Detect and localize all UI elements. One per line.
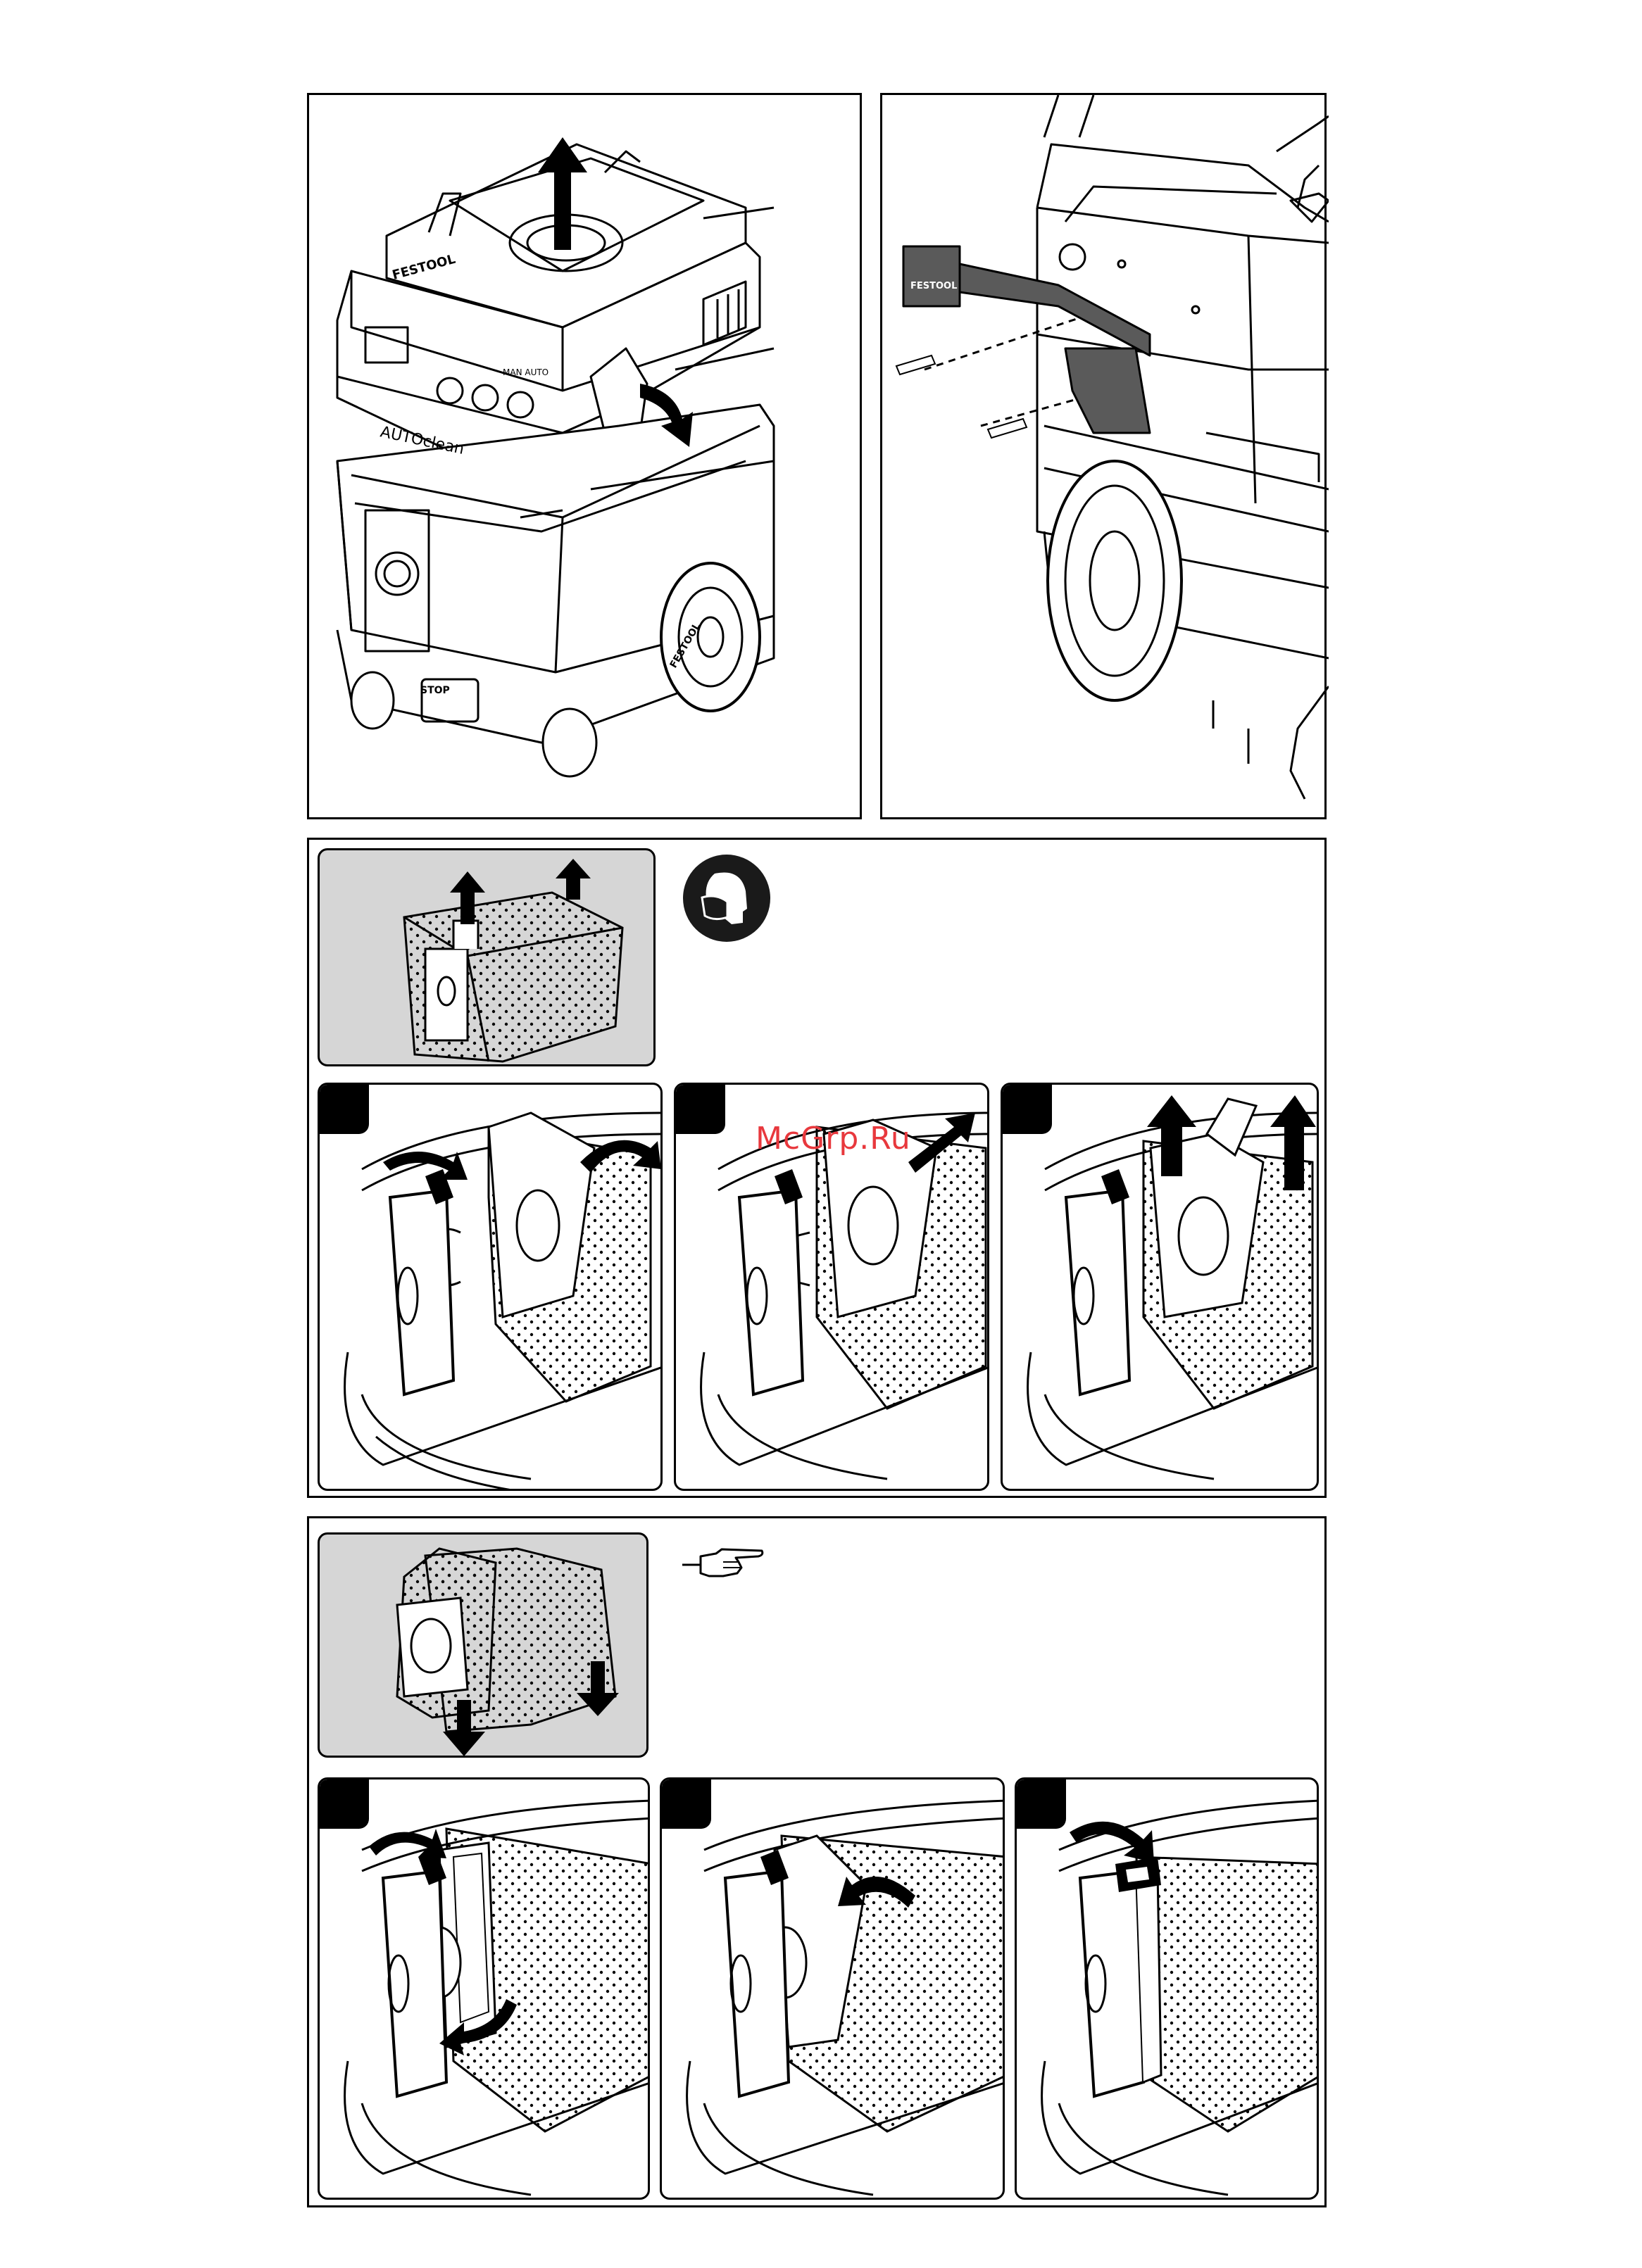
bag-removal-overview-panel xyxy=(318,848,656,1066)
pointing-hand-icon xyxy=(681,1544,765,1586)
festool-logo-handle: FESTOOL xyxy=(910,281,957,291)
stop-label: STOP xyxy=(420,685,450,696)
figure-vacuum-overview: FESTOOL AUTOclean MAN AUTO STOP FESTOOL xyxy=(307,93,862,819)
section-bag-insertion xyxy=(307,1516,1327,2207)
watermark-text: McGrp.Ru xyxy=(756,1121,911,1157)
bag-removal-step-3 xyxy=(1001,1083,1319,1491)
dial-label: MAN AUTO xyxy=(503,367,549,377)
figure-handle-mounting: FESTOOL xyxy=(880,93,1327,819)
bag-insertion-overview-panel xyxy=(318,1532,648,1758)
bag-insertion-step-2 xyxy=(660,1777,1005,2200)
dust-mask-icon xyxy=(681,852,772,944)
bag-removal-step-1 xyxy=(318,1083,663,1491)
bag-insertion-step-1 xyxy=(318,1777,650,2200)
section-bag-removal xyxy=(307,838,1327,1498)
bag-insertion-step-3 xyxy=(1015,1777,1319,2200)
